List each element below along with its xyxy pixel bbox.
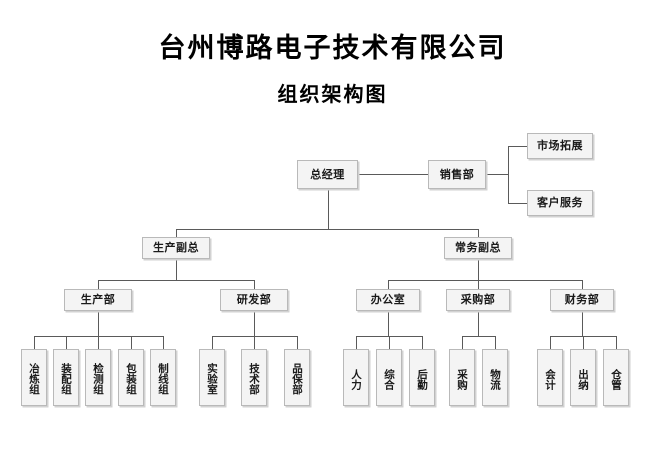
connector-exec-vp-bar bbox=[388, 280, 582, 281]
connector-to-shipping bbox=[495, 336, 496, 349]
connector-finance-stem bbox=[582, 311, 583, 336]
connector-office-stem bbox=[388, 311, 389, 336]
node-office[interactable]: 办公室 bbox=[356, 289, 420, 311]
connector-sales-bar bbox=[508, 146, 509, 204]
connector-to-warehouse bbox=[616, 336, 617, 349]
connector-exec-vp-stem bbox=[478, 259, 479, 280]
node-general-manager[interactable]: 总经理 bbox=[297, 160, 358, 189]
node-executive-vp[interactable]: 常务副总 bbox=[444, 237, 512, 259]
node-purchasing[interactable]: 采购 bbox=[449, 349, 475, 406]
connector-bar-to-purchase bbox=[478, 280, 479, 289]
connector-to-cashier bbox=[583, 336, 584, 349]
node-laboratory[interactable]: 实验室 bbox=[199, 349, 225, 406]
node-general-affairs[interactable]: 综合 bbox=[376, 349, 402, 406]
node-production-vp[interactable]: 生产副总 bbox=[142, 237, 210, 259]
connector-bar-to-exec-vp bbox=[478, 229, 479, 237]
connector-prod-vp-bar bbox=[98, 280, 254, 281]
connector-purchase-stem bbox=[478, 311, 479, 336]
node-market-development[interactable]: 市场拓展 bbox=[527, 133, 593, 159]
connector-bar-to-office bbox=[388, 280, 389, 289]
connector-to-package bbox=[131, 336, 132, 349]
node-smelting-group[interactable]: 冶炼组 bbox=[21, 349, 47, 406]
connector-sales-to-market bbox=[508, 146, 527, 147]
connector-to-accountant bbox=[550, 336, 551, 349]
node-shipping[interactable]: 物流 bbox=[482, 349, 508, 406]
node-human-resources[interactable]: 人力 bbox=[343, 349, 369, 406]
node-logistics-support[interactable]: 后勤 bbox=[409, 349, 435, 406]
connector-vp-bar bbox=[176, 229, 478, 230]
node-wiring-group[interactable]: 制线组 bbox=[150, 349, 176, 406]
connector-to-smelt bbox=[34, 336, 35, 349]
node-finance-department[interactable]: 财务部 bbox=[550, 289, 614, 311]
connector-rd-dept-stem bbox=[254, 311, 255, 336]
connector-sales-to-service bbox=[508, 203, 527, 204]
node-customer-service[interactable]: 客户服务 bbox=[527, 190, 593, 216]
connector-bar-to-finance bbox=[582, 280, 583, 289]
node-assembly-group[interactable]: 装配组 bbox=[53, 349, 79, 406]
page-title: 台州博路电子技术有限公司 bbox=[158, 33, 507, 64]
connector-bar-to-prod-vp bbox=[176, 229, 177, 237]
connector-to-hr bbox=[356, 336, 357, 349]
connector-to-buying bbox=[462, 336, 463, 349]
connector-bar-to-prod-dept bbox=[98, 280, 99, 289]
connector-to-logistics bbox=[422, 336, 423, 349]
connector-gm-trunk bbox=[328, 189, 329, 229]
page-subtitle: 组织架构图 bbox=[277, 82, 388, 106]
connector-prod-dept-stem bbox=[98, 311, 99, 336]
connector-sales-stem bbox=[486, 174, 508, 175]
node-production-department[interactable]: 生产部 bbox=[64, 289, 132, 311]
node-technology-department[interactable]: 技术部 bbox=[241, 349, 267, 406]
connector-to-general bbox=[389, 336, 390, 349]
connector-bar-to-rd-dept bbox=[254, 280, 255, 289]
node-packaging-group[interactable]: 包装组 bbox=[118, 349, 144, 406]
node-quality-assurance-department[interactable]: 品保部 bbox=[284, 349, 310, 406]
connector-to-qa bbox=[297, 336, 298, 349]
connector-to-tech bbox=[254, 336, 255, 349]
connector-gm-to-sales bbox=[358, 174, 428, 175]
connector-to-lab bbox=[212, 336, 213, 349]
node-cashier[interactable]: 出纳 bbox=[570, 349, 596, 406]
node-accounting[interactable]: 会计 bbox=[537, 349, 563, 406]
node-warehouse-management[interactable]: 仓管 bbox=[603, 349, 629, 406]
node-sales-department[interactable]: 销售部 bbox=[428, 160, 486, 189]
connector-to-assemble bbox=[66, 336, 67, 349]
connector-to-wire bbox=[163, 336, 164, 349]
connector-to-inspect bbox=[98, 336, 99, 349]
node-purchase-department[interactable]: 采购部 bbox=[446, 289, 510, 311]
node-rd-department[interactable]: 研发部 bbox=[220, 289, 288, 311]
connector-prod-vp-stem bbox=[176, 259, 177, 280]
connector-purchase-bar bbox=[462, 336, 495, 337]
node-inspection-group[interactable]: 检测组 bbox=[85, 349, 111, 406]
